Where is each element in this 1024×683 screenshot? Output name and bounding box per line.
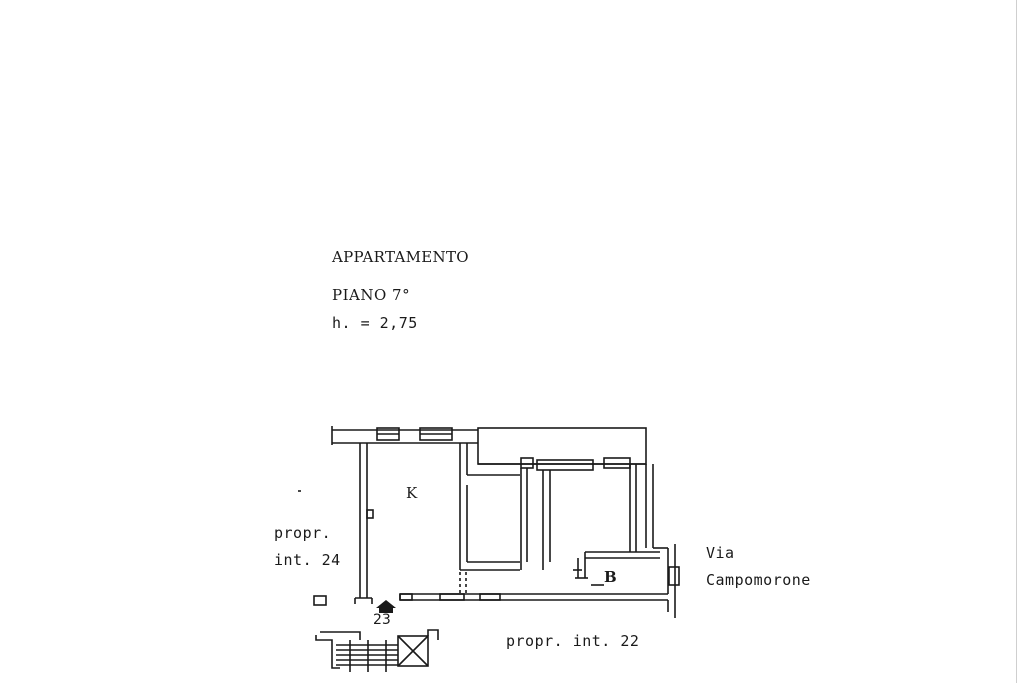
street-line1: Via [706, 544, 735, 562]
kitchen-left-wall [354, 443, 374, 604]
street-label: Via Campomorone [706, 540, 811, 594]
floor-label: PIANO 7° [332, 286, 411, 304]
stairwell [315, 629, 439, 672]
middle-partition-walls [520, 457, 637, 570]
terrace-block [477, 427, 647, 465]
top-exterior-wall [331, 426, 478, 445]
bathroom-walls [573, 464, 680, 610]
bottom-neighbor-label: propr. int. 22 [506, 632, 640, 650]
street-line2: Campomorone [706, 571, 811, 589]
left-neighbor-line1: propr. [274, 524, 332, 542]
entrance-arrow-icon [376, 600, 396, 613]
left-neighbor-line2: int. 24 [274, 551, 341, 569]
left-neighbor-label: propr. int. 24 [274, 520, 341, 574]
plan-title: APPARTAMENTO [332, 248, 469, 266]
page-edge-line [1016, 0, 1017, 683]
room-label-kitchen: K [406, 484, 418, 502]
room-label-bathroom: B [604, 568, 618, 586]
entrance-unit-number: 23 [373, 612, 391, 628]
ceiling-height-label: h. = 2,75 [332, 314, 418, 332]
bottom-exterior-wall [399, 593, 676, 618]
kitchen-partition-wall [459, 443, 520, 571]
pillar [313, 595, 327, 606]
